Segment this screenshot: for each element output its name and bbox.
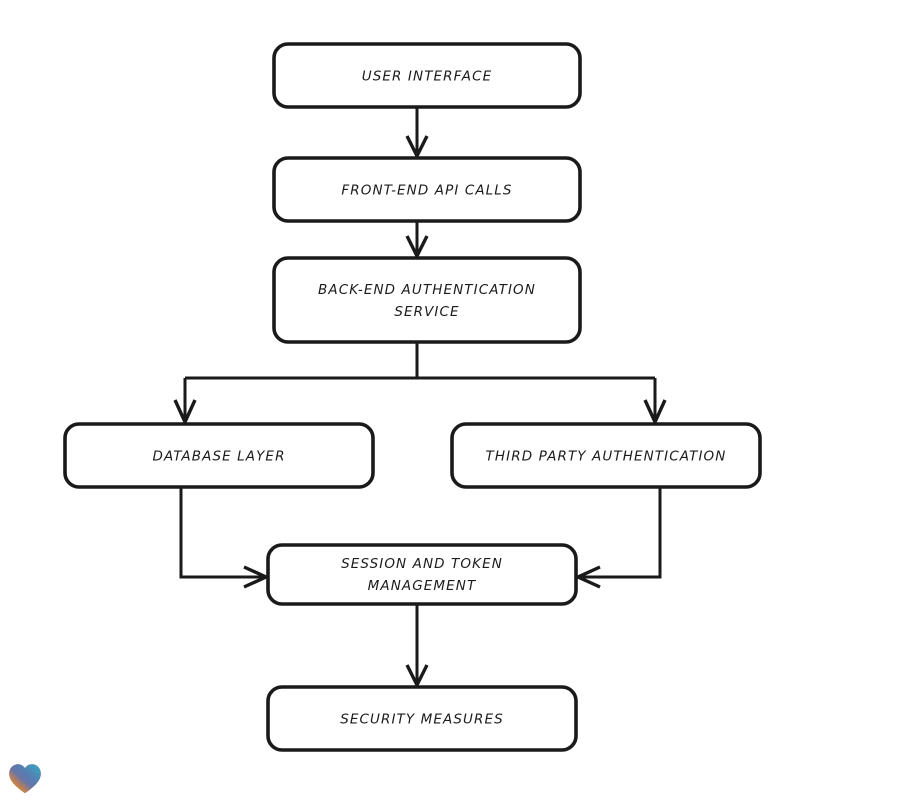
node-back-end-authentication-service[interactable]: BACK-END AUTHENTICATION SERVICE	[272, 256, 582, 344]
node-third-party-authentication[interactable]: THIRD PARTY AUTHENTICATION	[450, 422, 762, 489]
node-user-interface[interactable]: USER INTERFACE	[272, 42, 582, 109]
edge-database-to-session	[179, 487, 271, 589]
node-security-measures-label: SECURITY MEASURES	[340, 712, 504, 728]
node-session-and-token-management[interactable]: SESSION AND TOKEN MANAGEMENT	[266, 543, 578, 606]
node-database-layer-box[interactable]	[63, 422, 375, 489]
edge-ui-to-api	[405, 107, 429, 160]
node-security-measures[interactable]: SECURITY MEASURES	[266, 685, 578, 752]
node-security-measures-box[interactable]	[266, 685, 578, 752]
edge-session-to-security	[405, 604, 429, 689]
node-front-end-api-calls-box[interactable]	[272, 156, 582, 223]
edge-layer	[173, 107, 667, 689]
node-third-party-authentication-box[interactable]	[450, 422, 762, 489]
edge-thirdparty-to-session	[573, 487, 662, 589]
heart-icon	[9, 764, 41, 794]
node-session-and-token-management-label-line2: MANAGEMENT	[368, 578, 477, 594]
node-back-end-authentication-service-box[interactable]	[272, 256, 582, 344]
node-session-and-token-management-box[interactable]	[266, 543, 578, 606]
node-third-party-authentication-label: THIRD PARTY AUTHENTICATION	[486, 449, 727, 465]
node-user-interface-box[interactable]	[272, 42, 582, 109]
edge-backend-to-thirdparty	[643, 378, 667, 427]
node-front-end-api-calls[interactable]: FRONT-END API CALLS	[272, 156, 582, 223]
node-session-and-token-management-label-line1: SESSION AND TOKEN	[341, 556, 503, 572]
edge-backend-split-bar	[185, 342, 655, 380]
node-back-end-authentication-service-label-line1: BACK-END AUTHENTICATION	[318, 282, 536, 298]
node-front-end-api-calls-label: FRONT-END API CALLS	[341, 183, 512, 199]
edge-api-to-backend	[405, 221, 429, 260]
watermark	[7, 760, 43, 796]
node-database-layer[interactable]: DATABASE LAYER	[63, 422, 375, 489]
node-database-layer-label: DATABASE LAYER	[152, 449, 285, 465]
edge-backend-to-database	[173, 378, 197, 427]
node-layer: USER INTERFACE FRONT-END API CALLS BACK-…	[63, 42, 762, 752]
node-back-end-authentication-service-label-line2: SERVICE	[394, 304, 459, 320]
node-user-interface-label: USER INTERFACE	[362, 69, 492, 85]
